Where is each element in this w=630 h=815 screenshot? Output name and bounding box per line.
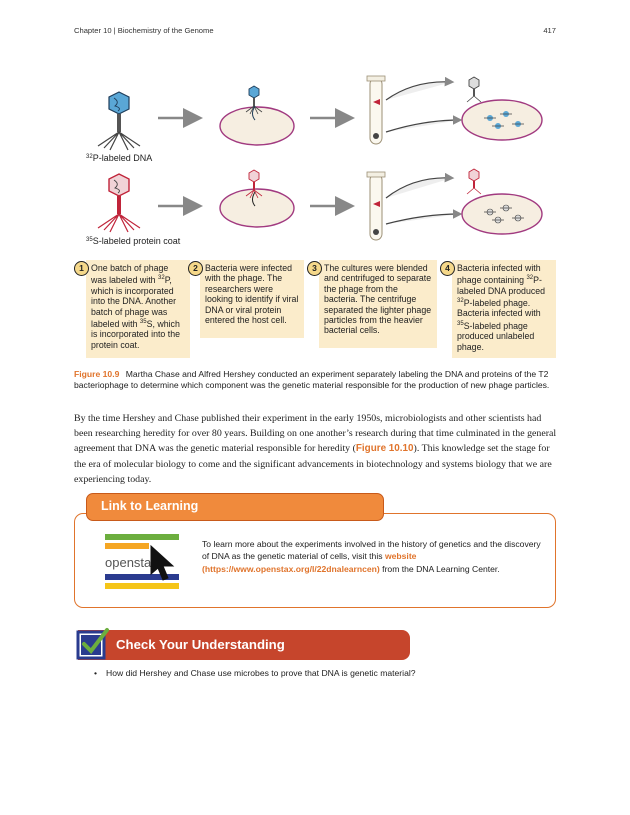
list-item: How did Hershey and Chase use microbes t…: [94, 668, 416, 678]
checkbox-check-icon: [76, 626, 110, 660]
step-number-badge: 4: [440, 261, 455, 276]
ltl-text-after: from the DNA Learning Center.: [379, 563, 500, 574]
openstax-logo: openstax: [105, 534, 179, 589]
row2-label: S-labeled protein coat: [93, 236, 181, 246]
body-text-after: ). This knowledge set the stage for the …: [74, 443, 552, 485]
bacterium-infection-icon: [219, 85, 295, 146]
step-box-3: 3 The cultures were blended and centrifu…: [307, 260, 437, 348]
body-paragraph: By the time Hershey and Chase published …: [74, 411, 558, 487]
step-box-2: 2 Bacteria were infected with the phage.…: [188, 260, 304, 338]
phage-dna-labeled-icon: [97, 91, 141, 151]
figure-number: Figure 10.9: [74, 369, 120, 379]
step-text: Bacteria infected with phage containing …: [457, 263, 546, 352]
step-text: Bacteria were infected with the phage. T…: [205, 263, 299, 326]
figure-caption: Figure 10.9 Martha Chase and Alfred Hers…: [74, 369, 556, 391]
link-to-learning-title: Link to Learning: [86, 493, 384, 521]
step-box-1: 1 One batch of phage was labeled with 32…: [74, 260, 190, 358]
isotope-superscript: 32: [158, 275, 165, 282]
openstax-logo-icon: openstax: [105, 534, 195, 590]
svg-text:32P-labeled DNA: 32P-labeled DNA: [86, 153, 152, 163]
curved-arrow-icon: [385, 115, 463, 133]
dna-learning-center-link[interactable]: website (https://www.openstax.org/l/22dn…: [202, 551, 417, 574]
isotope-superscript: 32: [526, 275, 534, 282]
isotope-superscript: 32: [457, 298, 464, 305]
centrifuge-tube-icon: [366, 75, 386, 145]
hershey-chase-figure: 32P-labeled DNA: [74, 74, 556, 254]
centrifuge-tube-icon: [366, 171, 386, 241]
isotope-superscript: 35: [139, 318, 147, 325]
step-text: The cultures were blended and centrifuge…: [324, 263, 432, 336]
step-text: One batch of phage was labeled with 32P,…: [91, 263, 180, 350]
body-text-before: By the time Hershey and Chase published …: [74, 413, 557, 455]
curved-arrow-icon: [385, 172, 455, 199]
bacterium-progeny-icon: [461, 193, 543, 235]
hershey-chase-illustration: 32P-labeled DNA: [86, 75, 543, 246]
phage-protein-labeled-icon: [97, 173, 141, 233]
row1-label: P-labeled DNA: [93, 153, 153, 163]
svg-text:35S-labeled protein coat: 35S-labeled protein coat: [86, 236, 181, 246]
curved-arrow-icon: [385, 76, 455, 101]
figure-reference-link[interactable]: Figure 10.10: [355, 443, 414, 455]
isotope-superscript: 35: [457, 320, 464, 327]
running-head: Chapter 10 | Biochemistry of the Genome: [74, 26, 214, 35]
bacterium-infection-icon: [219, 169, 295, 228]
link-to-learning-text: To learn more about the experiments invo…: [202, 538, 542, 575]
question-list: How did Hershey and Chase use microbes t…: [94, 668, 416, 678]
check-understanding-title: Check Your Understanding: [78, 630, 410, 660]
labeled-coat-phage-icon: [466, 168, 482, 195]
step-number-badge: 1: [74, 261, 89, 276]
step-box-4: 4 Bacteria infected with phage containin…: [440, 260, 556, 358]
step-number-badge: 2: [188, 261, 203, 276]
bacterium-progeny-icon: [461, 99, 543, 141]
caption-text: Martha Chase and Alfred Hershey conducte…: [74, 369, 550, 390]
row2-label-sup: 35: [86, 237, 93, 243]
unlabeled-phage-icon: [466, 76, 482, 103]
row1-label-sup: 32: [86, 154, 93, 160]
ltl-text-before: To learn more about the experiments invo…: [202, 539, 541, 562]
openstax-logo-text: openstax: [105, 555, 158, 570]
step-number-badge: 3: [307, 261, 322, 276]
page-number: 417: [543, 26, 556, 35]
curved-arrow-icon: [385, 209, 463, 225]
